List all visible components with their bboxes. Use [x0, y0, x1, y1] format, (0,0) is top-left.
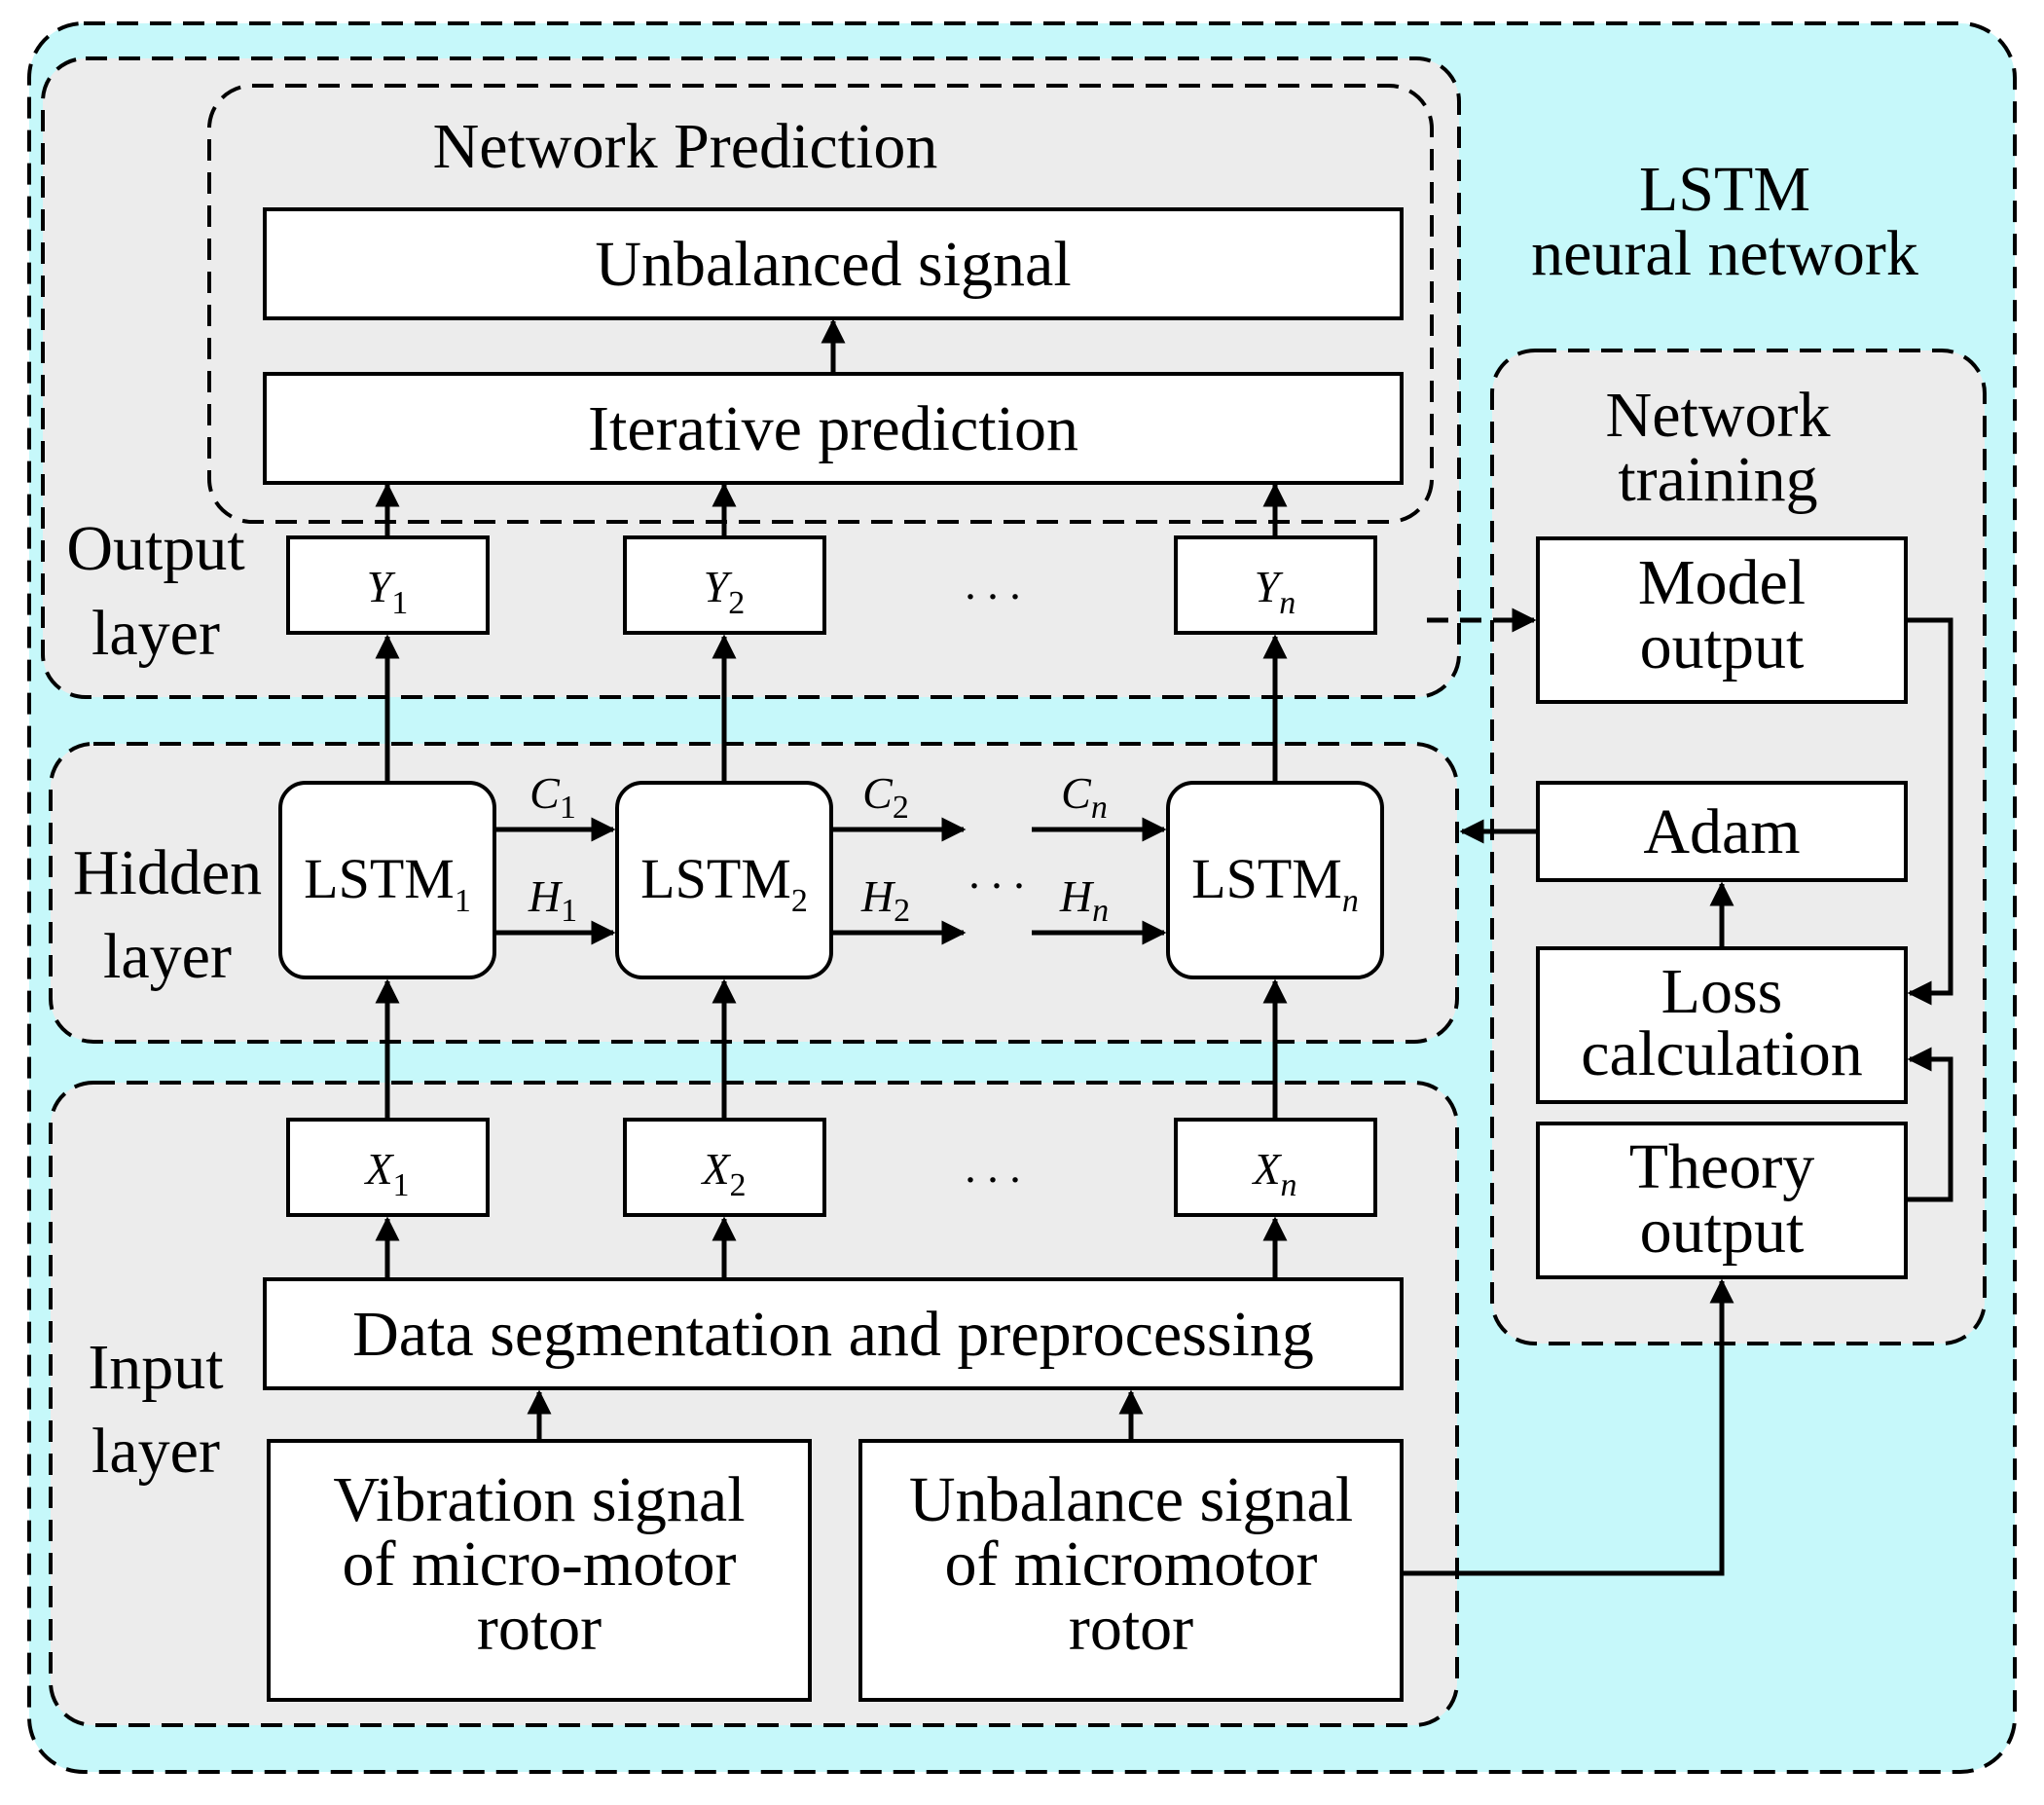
theory-line2: output	[1640, 1196, 1805, 1267]
output-yn-label: Yn	[1255, 562, 1296, 621]
theory-line1: Theory	[1629, 1131, 1815, 1202]
unbalanced-signal-box	[263, 207, 1404, 320]
model-output-line1: Model	[1638, 547, 1806, 618]
arrow-theory-to-loss	[1906, 1047, 1953, 1202]
prediction-title: Network Prediction	[433, 111, 938, 182]
output-ellipsis: . . .	[965, 559, 1021, 608]
lstm-cell-n-label: LSTMn	[1191, 847, 1359, 919]
loss-line2: calculation	[1581, 1018, 1863, 1089]
input-layer-label-line2: layer	[91, 1416, 220, 1487]
state-cn-label: Cn	[1061, 768, 1108, 826]
output-y2-label: Y2	[704, 562, 746, 621]
output-layer-label-line2: layer	[91, 598, 220, 669]
theory-output-box	[1536, 1122, 1908, 1279]
hidden-layer-label-line1: Hidden	[73, 837, 262, 908]
state-h2-label: H2	[860, 871, 910, 929]
iterative-prediction-label: Iterative prediction	[588, 393, 1078, 464]
input-xn-box	[1174, 1118, 1377, 1217]
model-output-line2: output	[1640, 611, 1805, 682]
state-c2-label: C2	[862, 768, 909, 826]
unbalance-signal-box	[858, 1439, 1404, 1702]
input-x2-label: X2	[700, 1144, 746, 1203]
output-y1-label: Y1	[367, 562, 409, 621]
vibration-line3: rotor	[477, 1593, 602, 1664]
state-hn-label: Hn	[1059, 871, 1109, 929]
state-c1-label: C1	[529, 768, 576, 826]
state-h1-label: H1	[528, 871, 577, 929]
preprocessing-box	[263, 1277, 1404, 1390]
training-title-line1: Network	[1606, 380, 1831, 451]
arrow-unbalance-to-theory	[1402, 1278, 1734, 1576]
output-layer-label-line1: Output	[66, 513, 244, 584]
preprocessing-label: Data segmentation and preprocessing	[352, 1299, 1314, 1370]
unbalance-line3: rotor	[1069, 1593, 1193, 1664]
input-x1-box	[286, 1118, 490, 1217]
input-xn-label: Xn	[1251, 1144, 1296, 1203]
hidden-layer-label-line2: layer	[103, 921, 232, 992]
hidden-ellipsis: . . .	[968, 848, 1025, 898]
arrow-model-to-loss	[1906, 617, 1953, 1006]
training-title-line2: training	[1618, 444, 1817, 515]
input-ellipsis: . . .	[965, 1142, 1021, 1192]
loss-line1: Loss	[1661, 956, 1783, 1027]
unbalance-line2: of micromotor	[944, 1529, 1317, 1600]
outer-title-line1: LSTM	[1639, 154, 1810, 225]
input-layer-label-line1: Input	[88, 1332, 223, 1403]
outer-title-line2: neural network	[1531, 218, 1918, 289]
vibration-line2: of micro-motor	[342, 1529, 736, 1600]
unbalance-line1: Unbalance signal	[909, 1464, 1353, 1535]
iterative-prediction-box	[263, 372, 1404, 485]
unbalanced-signal-label: Unbalanced signal	[595, 229, 1071, 300]
input-x2-box	[623, 1118, 826, 1217]
input-x1-label: X1	[363, 1144, 409, 1203]
lstm-cell-1-label: LSTM1	[304, 847, 471, 919]
vibration-line1: Vibration signal	[333, 1464, 745, 1535]
adam-label: Adam	[1643, 796, 1800, 867]
lstm-cell-2-label: LSTM2	[640, 847, 808, 919]
